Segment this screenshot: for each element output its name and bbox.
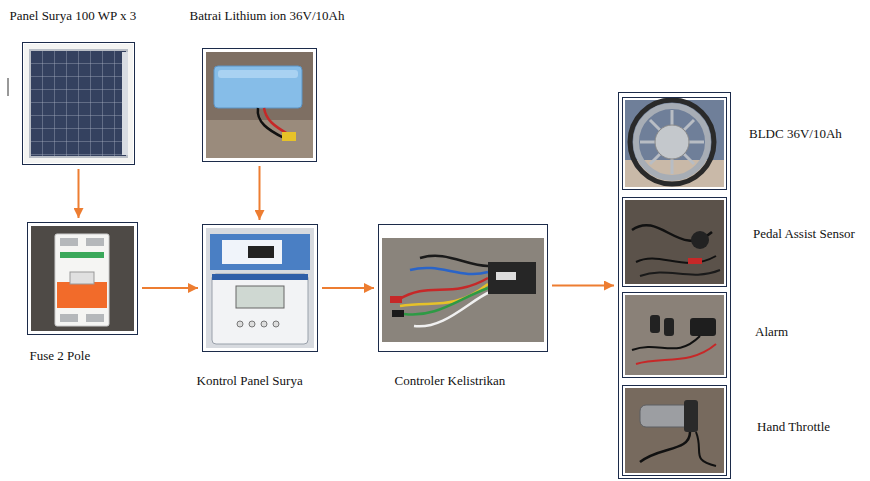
- component-label: Alarm: [755, 324, 788, 340]
- fuse-picture: [60, 252, 104, 258]
- hub-motor-picture: [630, 100, 714, 184]
- motor-box: BLDC 36V/10Ah: [622, 97, 727, 190]
- fuse-picture: [60, 314, 78, 322]
- electric-controller-picture: [420, 256, 488, 266]
- component-label: Hand Throttle: [757, 419, 830, 435]
- fuse-picture: [86, 238, 104, 246]
- component-label: Batrai Lithium ion 36V/10Ah: [190, 8, 345, 24]
- electric-controller-picture: [496, 272, 516, 280]
- pedal-sensor-picture: [640, 270, 720, 276]
- hub-motor-picture: [636, 106, 708, 178]
- fuse-box: Fuse 2 Pole: [27, 222, 138, 335]
- battery-picture: [214, 66, 302, 108]
- component-column: BLDC 36V/10AhPedal Assist SensorAlarmHan…: [618, 92, 731, 479]
- solar-panel-picture: [24, 44, 133, 163]
- pedal-sensor-picture: [691, 231, 709, 249]
- fuse-picture: [55, 234, 109, 326]
- charge-controller-picture: [248, 246, 274, 258]
- charge-controller-picture: [273, 321, 279, 327]
- flow-arrow: [78, 169, 80, 218]
- electric-controller-picture: [390, 296, 402, 303]
- fuse-picture: [86, 314, 104, 322]
- charge-controller-picture: [261, 321, 267, 327]
- charge-controller-picture: [210, 234, 310, 270]
- fuse-picture: [31, 226, 134, 331]
- electric-controller-picture: [382, 238, 544, 342]
- alarm-picture: [650, 315, 660, 333]
- solar-panel-picture: [24, 44, 133, 163]
- electric-controller-picture: [488, 262, 536, 294]
- throttle-picture: [640, 405, 690, 427]
- fuse-picture: [70, 272, 94, 284]
- pedal-sensor-picture: [625, 200, 724, 284]
- electric-controller-picture: [382, 238, 544, 342]
- fuse-picture: [60, 238, 78, 246]
- battery-picture: [206, 52, 313, 158]
- component-label: BLDC 36V/10Ah: [749, 126, 842, 142]
- battery-picture: [218, 70, 298, 78]
- charge-controller-picture: [206, 228, 314, 348]
- throttle-picture: [696, 432, 716, 466]
- electric-controller-picture: [410, 268, 488, 274]
- electric-controller-picture: [400, 284, 488, 306]
- hub-motor-picture: [625, 100, 724, 187]
- pedal-sensor-picture: [688, 258, 702, 264]
- battery-picture: [264, 108, 288, 134]
- charge-controller-picture: [236, 286, 284, 308]
- pedal-sensor-picture: [636, 256, 716, 263]
- alarm-picture: [636, 344, 716, 364]
- stray-mark: [8, 78, 9, 96]
- flow-arrow: [552, 285, 614, 287]
- hub-motor-picture: [655, 125, 689, 159]
- throttle-box: Hand Throttle: [622, 385, 727, 476]
- solar-panel-box: Panel Surya 100 WP x 3: [22, 42, 135, 165]
- alarm-picture: [632, 336, 700, 350]
- charge-controller-picture: [222, 240, 282, 264]
- charge-controller-box: Kontrol Panel Surya: [202, 224, 318, 352]
- electric-controller-picture: [392, 310, 404, 317]
- flow-arrow: [142, 287, 198, 289]
- charge-controller-picture: [249, 321, 255, 327]
- component-label: Kontrol Panel Surya: [197, 373, 303, 389]
- pedal-sensor-picture: [625, 200, 724, 284]
- alarm-picture: [664, 318, 674, 336]
- throttle-picture: [640, 432, 690, 462]
- charge-controller-picture: [206, 228, 314, 348]
- hub-motor-picture: [640, 110, 704, 174]
- throttle-picture: [625, 388, 724, 473]
- battery-box: Batrai Lithium ion 36V/10Ah: [202, 48, 317, 162]
- solar-panel-picture: [30, 50, 127, 157]
- flow-arrow: [259, 166, 261, 220]
- charge-controller-picture: [212, 274, 308, 344]
- sensor-box: Pedal Assist Sensor: [622, 197, 727, 287]
- alarm-picture: [690, 318, 716, 336]
- alarm-picture: [625, 295, 724, 375]
- component-label: Fuse 2 Pole: [30, 348, 91, 364]
- battery-picture: [282, 132, 296, 141]
- flow-arrow: [322, 287, 374, 289]
- component-label: Pedal Assist Sensor: [753, 226, 855, 242]
- throttle-picture: [625, 388, 724, 473]
- controller-box: Controler Kelistrikan: [378, 224, 548, 352]
- charge-controller-picture: [237, 321, 243, 327]
- electric-controller-picture: [398, 278, 488, 300]
- fuse-picture: [57, 282, 107, 308]
- alarm-picture: [625, 295, 724, 375]
- charge-controller-picture: [212, 274, 308, 280]
- electric-controller-picture: [414, 292, 490, 326]
- battery-picture: [206, 120, 313, 158]
- alarm-box: Alarm: [622, 292, 727, 378]
- component-label: Panel Surya 100 WP x 3: [10, 8, 137, 24]
- throttle-picture: [684, 400, 698, 432]
- hub-motor-picture: [625, 100, 724, 187]
- component-label: Controler Kelistrikan: [395, 373, 506, 389]
- fuse-picture: [31, 226, 134, 331]
- solar-panel-picture: [122, 52, 128, 155]
- battery-picture: [206, 52, 313, 158]
